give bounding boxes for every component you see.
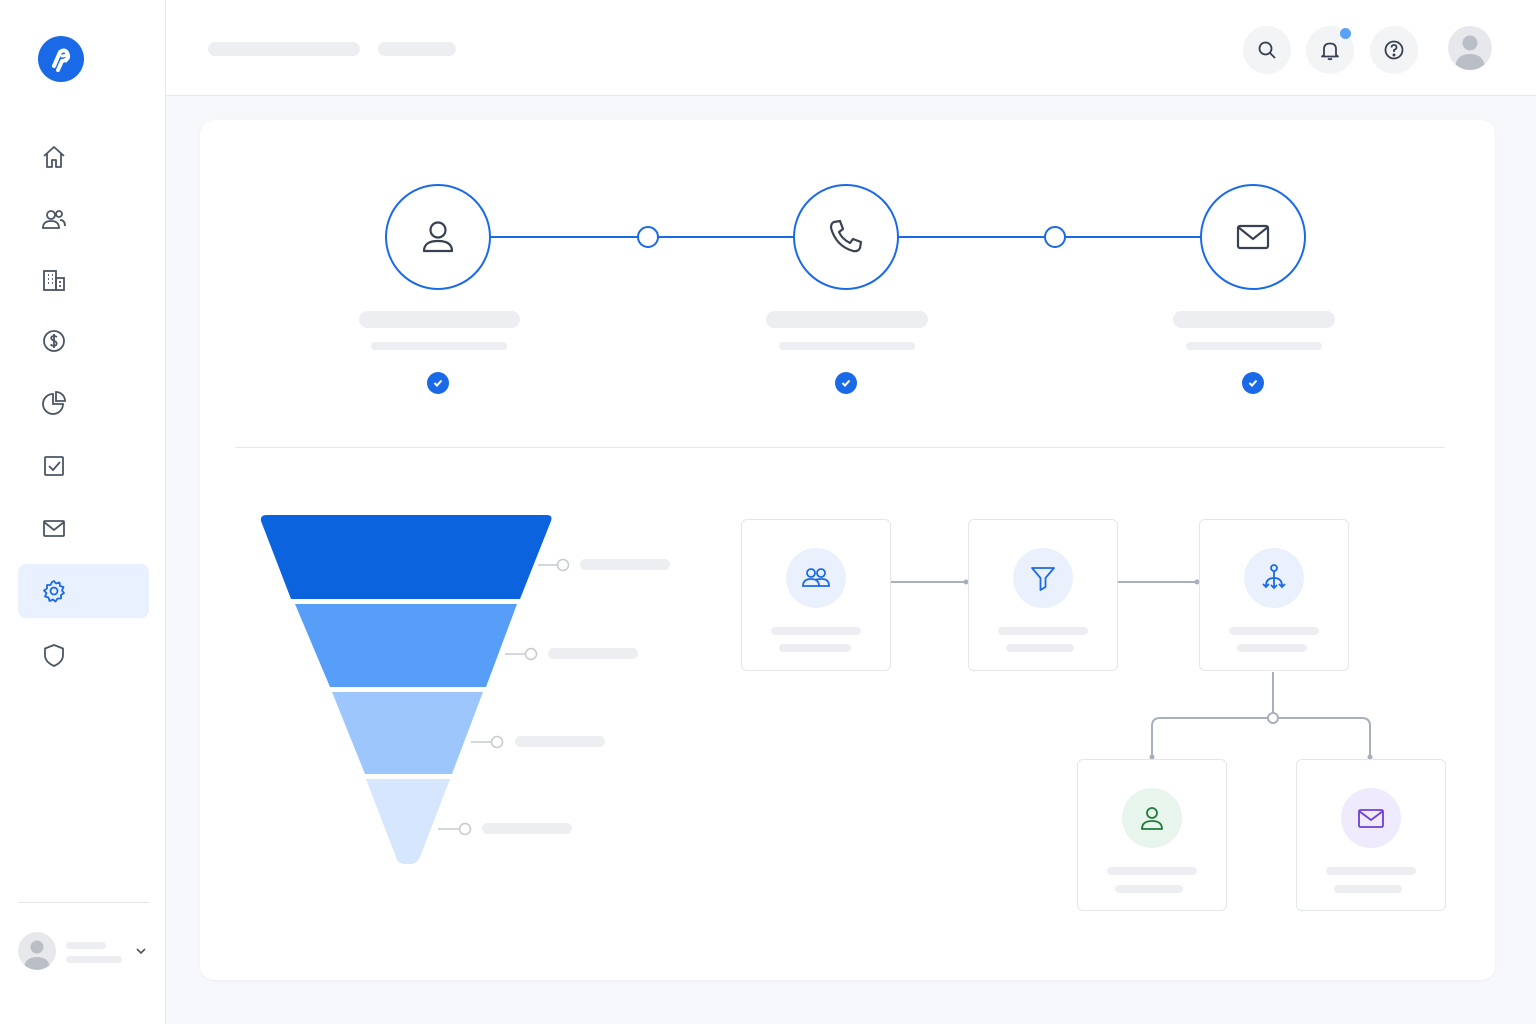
journey-step-contact[interactable] — [385, 184, 491, 290]
workflow-node-icon-bg — [1244, 548, 1304, 608]
funnel-chart — [260, 515, 670, 864]
node-title-placeholder — [1229, 627, 1319, 635]
shield-icon — [44, 644, 64, 667]
node-title-placeholder — [998, 627, 1088, 635]
pie-chart-icon — [42, 391, 66, 415]
users-icon — [42, 210, 66, 229]
sidebar-item-settings[interactable] — [18, 564, 149, 618]
dollar-icon — [43, 330, 65, 352]
node-subtitle-placeholder — [779, 644, 851, 652]
node-subtitle-placeholder — [1237, 644, 1307, 652]
gear-icon — [43, 580, 65, 603]
node-title-placeholder — [771, 627, 861, 635]
workflow-node-icon-bg — [786, 548, 846, 608]
breadcrumb-placeholder — [378, 42, 456, 56]
sidebar-item-security[interactable] — [18, 628, 149, 682]
checkbox-icon — [44, 456, 64, 476]
workflow-connectors — [890, 579, 1373, 760]
node-title-placeholder — [1326, 867, 1416, 875]
check-icon — [835, 372, 857, 394]
section-divider — [235, 447, 1445, 448]
filter-icon — [1031, 567, 1055, 591]
notification-dot — [1340, 28, 1351, 39]
user-role-placeholder — [66, 956, 122, 963]
search-icon — [1258, 41, 1276, 59]
step-subtitle-placeholder — [371, 342, 507, 350]
user-menu[interactable] — [18, 930, 158, 972]
funnel-level-2[interactable] — [295, 604, 517, 687]
workflow-node-icon-bg — [1122, 788, 1182, 848]
user-name-placeholder — [66, 942, 106, 949]
help-icon — [1384, 40, 1404, 60]
brand-logo-icon[interactable] — [38, 36, 84, 82]
check-icon — [1242, 372, 1264, 394]
funnel-level-3[interactable] — [332, 692, 483, 774]
sidebar — [0, 0, 166, 1024]
avatar-icon[interactable] — [1448, 26, 1492, 70]
sidebar-item-contacts[interactable] — [18, 192, 149, 246]
sidebar-item-reports[interactable] — [18, 376, 149, 430]
node-subtitle-placeholder — [1115, 885, 1183, 893]
bell-icon — [1321, 42, 1339, 61]
funnel-level-4[interactable] — [366, 779, 450, 864]
sidebar-item-inbox[interactable] — [18, 501, 149, 555]
check-icon — [427, 372, 449, 394]
avatar-icon — [18, 932, 56, 970]
journey-node — [637, 226, 659, 248]
breadcrumb-placeholder — [208, 42, 360, 56]
funnel-label-placeholder — [580, 559, 670, 570]
help-button[interactable] — [1370, 26, 1418, 74]
workflow-node-split[interactable] — [1199, 519, 1349, 671]
workflow-node-send-email[interactable] — [1296, 759, 1446, 911]
step-subtitle-placeholder — [1186, 342, 1322, 350]
topbar — [166, 0, 1536, 96]
user-icon — [1141, 807, 1163, 830]
workflow-node-filter[interactable] — [968, 519, 1118, 671]
main-card — [200, 120, 1495, 980]
workflow-node-icon-bg — [1341, 788, 1401, 848]
funnel-label-placeholder — [482, 823, 572, 834]
split-icon — [1262, 564, 1286, 590]
node-title-placeholder — [1107, 867, 1197, 875]
node-subtitle-placeholder — [1334, 885, 1402, 893]
funnel-label-placeholder — [548, 648, 638, 659]
sidebar-item-tasks[interactable] — [18, 439, 149, 493]
chevron-down-icon[interactable] — [134, 944, 148, 958]
journey-node — [1044, 226, 1066, 248]
sidebar-item-companies[interactable] — [18, 253, 149, 307]
users-icon — [802, 568, 830, 587]
step-title-placeholder — [359, 311, 520, 328]
workflow-node-assign-owner[interactable] — [1077, 759, 1227, 911]
funnel-label-placeholder — [515, 736, 605, 747]
journey-step-call[interactable] — [793, 184, 899, 290]
phone-icon — [829, 219, 863, 253]
building-icon — [43, 270, 65, 291]
workflow-node-icon-bg — [1013, 548, 1073, 608]
sidebar-item-deals[interactable] — [18, 314, 149, 368]
home-icon — [43, 146, 65, 168]
mail-icon — [1358, 809, 1384, 828]
mail-icon — [1236, 224, 1270, 250]
user-icon — [422, 221, 454, 253]
journey-step-email[interactable] — [1200, 184, 1306, 290]
sidebar-item-home[interactable] — [18, 130, 149, 184]
sidebar-divider — [18, 902, 149, 903]
funnel-level-1[interactable] — [260, 515, 552, 599]
mail-icon — [43, 520, 65, 537]
journey-connector — [490, 226, 1201, 248]
step-title-placeholder — [766, 311, 928, 328]
node-subtitle-placeholder — [1006, 644, 1074, 652]
step-title-placeholder — [1173, 311, 1335, 328]
search-button[interactable] — [1243, 26, 1291, 74]
workflow-node-audience[interactable] — [741, 519, 891, 671]
step-subtitle-placeholder — [779, 342, 915, 350]
